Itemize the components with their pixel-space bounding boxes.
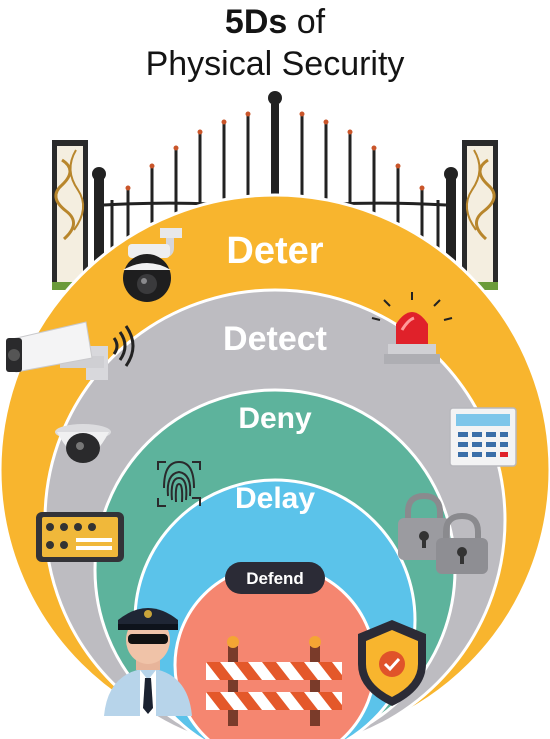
title-rest: of [287, 3, 326, 41]
road-barrier-icon [206, 636, 342, 726]
control-panel-icon [36, 512, 124, 562]
padlocks-icon [398, 492, 488, 574]
title-line-1: 5Ds of [0, 2, 550, 42]
layer-label-delay: Delay [235, 482, 315, 515]
layer-label-detect: Detect [223, 320, 327, 358]
title-bold: 5Ds [224, 3, 288, 41]
fingerprint-icon [157, 460, 201, 507]
layer-label-deny: Deny [238, 402, 312, 435]
keypad-icon [449, 407, 517, 467]
security-guard-icon [104, 608, 192, 716]
layer-label-defend: Defend [246, 569, 304, 588]
ptz-camera-icon [123, 228, 182, 302]
defend-badge: Defend [225, 562, 325, 594]
dome-camera-icon [55, 424, 111, 463]
title-line-2: Physical Security [145, 45, 405, 83]
layer-label-deter: Deter [226, 230, 323, 272]
shield-check-icon [358, 620, 426, 706]
bullet-camera-icon [6, 321, 135, 380]
alarm-siren-icon [371, 292, 453, 364]
